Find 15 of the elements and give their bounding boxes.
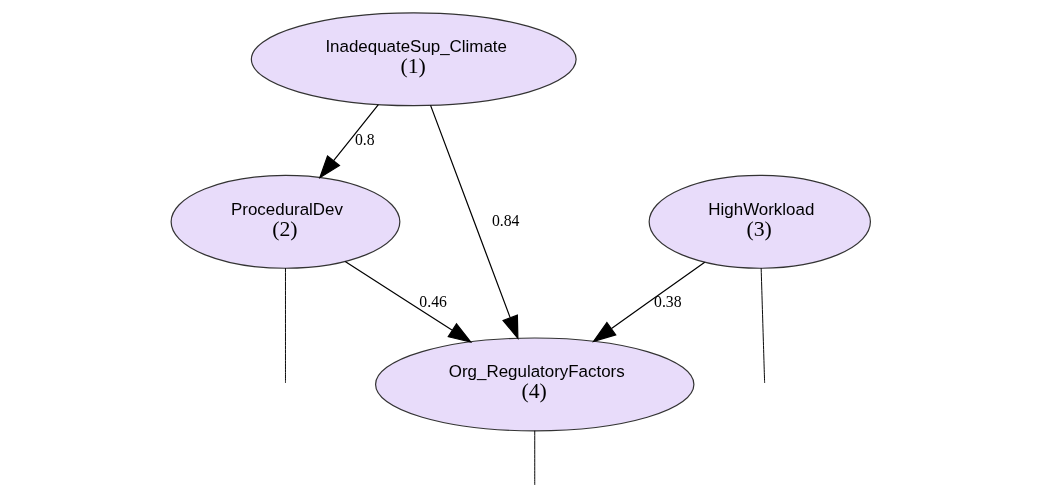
connector — [534, 430, 536, 486]
node-ellipse: HighWorkload (3) — [648, 174, 871, 269]
node-ellipse: ProceduralDev (2) — [170, 174, 401, 269]
edge-label: 0.46 — [419, 293, 447, 311]
arrow — [344, 260, 473, 344]
arrow — [429, 104, 519, 340]
edge-label: 0.38 — [654, 293, 682, 311]
connector — [760, 267, 766, 384]
node-ellipse: Org_RegulatoryFactors (4) — [374, 337, 695, 432]
arrow — [318, 104, 379, 180]
node-ellipse: InadequateSup_Climate (1) — [250, 12, 577, 107]
arrow — [592, 261, 706, 343]
edge-label: 0.8 — [354, 130, 375, 148]
connector — [285, 267, 286, 384]
edge-label: 0.84 — [491, 211, 520, 229]
